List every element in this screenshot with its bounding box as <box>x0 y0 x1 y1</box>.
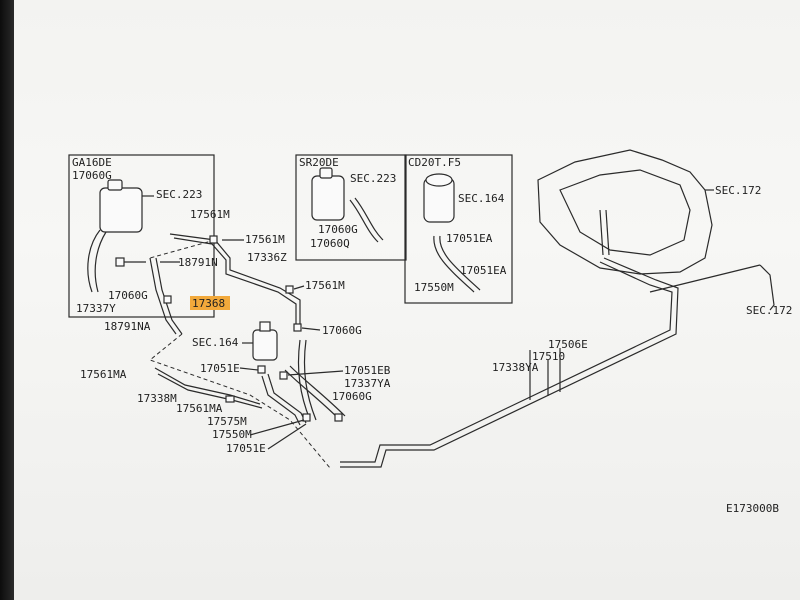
highlight-17368 <box>190 296 230 310</box>
label-17060g: 17060G <box>322 324 362 337</box>
label-17336z: 17336Z <box>247 251 287 264</box>
cd20t-sec164: SEC.164 <box>458 192 505 205</box>
canister-sr20de <box>311 175 345 221</box>
ga16de-part-17337y: 17337Y <box>76 302 116 315</box>
canister-cap <box>107 179 123 191</box>
label-17561ma-b: 17561MA <box>176 402 223 415</box>
fuel-filter <box>252 329 278 361</box>
cd20t-part-17051ea-b: 17051EA <box>460 264 507 277</box>
label-17051e-top: 17051E <box>200 362 240 375</box>
cd20t-part-17051ea: 17051EA <box>446 232 493 245</box>
cd20t-box: CD20T.F5 SEC.164 17051EA 17051EA 17550M <box>404 154 513 304</box>
sr20de-title: SR20DE <box>299 156 339 169</box>
label-17338ya: 17338YA <box>492 361 539 374</box>
label-17561m-c: 17561M <box>305 279 345 292</box>
sr20de-part-17060q: 17060Q <box>310 237 350 250</box>
screen <box>14 0 800 600</box>
label-17510: 17510 <box>532 350 565 363</box>
ga16de-part-17060g: 17060G <box>72 169 112 182</box>
label-17337ya: 17337YA <box>344 377 391 390</box>
label-17368: 17368 <box>192 297 225 310</box>
label-17561m-a: 17561M <box>190 208 230 221</box>
cd20t-part-17550m: 17550M <box>414 281 454 294</box>
sr20de-part-17060g: 17060G <box>318 223 358 236</box>
label-17561m-b: 17561M <box>245 233 285 246</box>
label-18791na: 18791NA <box>104 320 151 333</box>
cd20t-title: CD20T.F5 <box>408 156 461 169</box>
label-sec164: SEC.164 <box>192 336 239 349</box>
ga16de-title: GA16DE <box>72 156 112 169</box>
ga16de-box: GA16DE 17060G SEC.223 17060G 17337Y <box>68 154 215 318</box>
label-17575m: 17575M <box>207 415 247 428</box>
label-17550m: 17550M <box>212 428 252 441</box>
fuel-tank: SEC.172 <box>537 149 761 275</box>
sr20de-sec223: SEC.223 <box>350 172 396 185</box>
main-fuel-lines: SEC.172 17506E 17510 17338YA <box>340 257 792 468</box>
label-17051e-bottom: 17051E <box>226 442 266 455</box>
label-17051eb: 17051EB <box>344 364 391 377</box>
diagram-id: E173000B <box>726 502 779 515</box>
ga16de-sec223: SEC.223 <box>156 188 202 201</box>
label-sec172-right: SEC.172 <box>746 304 792 317</box>
canister-ga16de <box>99 187 143 233</box>
label-17338m: 17338M <box>137 392 177 405</box>
engine-labels: 17561M 17561M 18791N 17336Z 17561M 17368… <box>80 208 391 455</box>
monitor-bezel <box>0 0 14 600</box>
label-17561ma: 17561MA <box>80 368 127 381</box>
label-17060g-b: 17060G <box>332 390 372 403</box>
ga16de-part-17060g-b: 17060G <box>108 289 148 302</box>
label-17506e: 17506E <box>548 338 588 351</box>
label-sec172-tank: SEC.172 <box>715 184 761 197</box>
label-18791n: 18791N <box>178 256 218 269</box>
sr20de-box: SR20DE SEC.223 17060G 17060Q <box>295 154 407 261</box>
engine-lines <box>148 233 346 469</box>
